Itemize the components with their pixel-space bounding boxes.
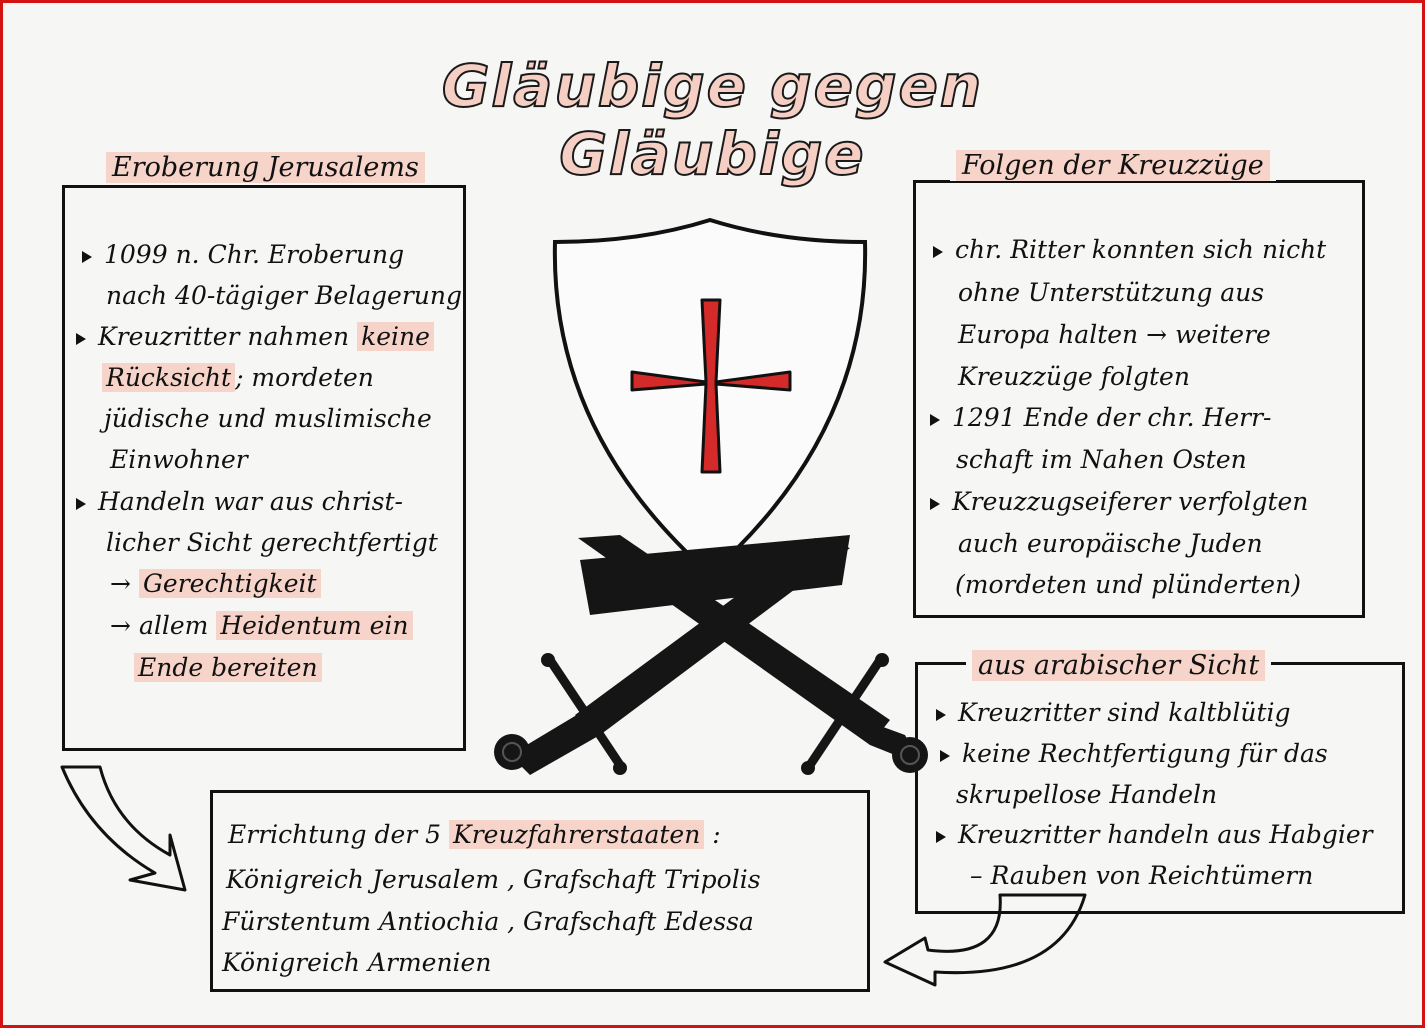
text: Kreuzritter nahmen bbox=[98, 322, 350, 351]
conquest-heading: Eroberung Jerusalems bbox=[100, 152, 431, 183]
conquest-line-7: Handeln war aus christ- bbox=[76, 489, 403, 514]
conquest-line-6: Einwohner bbox=[110, 445, 248, 474]
triangle-bullet-icon bbox=[940, 749, 950, 762]
arrow-right-icon: → bbox=[110, 569, 131, 598]
text: keine Rechtfertigung für das bbox=[962, 739, 1328, 768]
consequences-line-3: Europa halten →weitere bbox=[958, 322, 1271, 347]
conquest-line-5: jüdische und muslimische bbox=[104, 404, 432, 433]
triangle-bullet-icon bbox=[930, 413, 940, 426]
states-line-2: Königreich Jerusalem , Grafschaft Tripol… bbox=[226, 865, 761, 894]
highlight-text: Gerechtigkeit bbox=[138, 569, 321, 598]
text: weitere bbox=[1175, 320, 1271, 349]
curved-arrow-down-right-icon bbox=[60, 765, 187, 892]
arab-line-2: keine Rechtfertigung für das bbox=[940, 741, 1328, 766]
conquest-line-11: Ende bereiten bbox=[134, 653, 322, 682]
arab-line-5: – Rauben von Reichtümern bbox=[970, 861, 1314, 890]
text: 1099 n. Chr. Eroberung bbox=[104, 240, 405, 269]
conquest-line-9: →Gerechtigkeit bbox=[110, 569, 321, 598]
arab-line-3: skrupellose Handeln bbox=[956, 780, 1218, 809]
triangle-bullet-icon bbox=[933, 245, 943, 258]
highlight-text: Ende bereiten bbox=[134, 653, 322, 682]
text: Kreuzzugseiferer verfolgten bbox=[952, 487, 1309, 516]
arab-line-1: Kreuzritter sind kaltblütig bbox=[936, 700, 1291, 725]
triangle-bullet-icon bbox=[76, 497, 86, 510]
triangle-bullet-icon bbox=[76, 332, 86, 345]
conquest-heading-text: Eroberung Jerusalems bbox=[106, 152, 425, 183]
highlight-text: Heidentum ein bbox=[216, 611, 413, 640]
states-line-4: Königreich Armenien bbox=[222, 948, 492, 977]
triangle-bullet-icon bbox=[936, 830, 946, 843]
triangle-bullet-icon bbox=[936, 708, 946, 721]
text: allem bbox=[138, 611, 209, 640]
arrow-right-icon: → bbox=[110, 611, 131, 640]
conquest-line-10: →allem Heidentum ein bbox=[110, 611, 413, 640]
curved-arrow-down-left-icon bbox=[883, 893, 1087, 987]
text: Errichtung der 5 bbox=[228, 820, 442, 849]
crossed-swords-icon bbox=[494, 535, 928, 775]
arab-view-heading-text: aus arabischer Sicht bbox=[972, 650, 1266, 681]
text: Kreuzritter sind kaltblütig bbox=[958, 698, 1291, 727]
conquest-line-2: nach 40-tägiger Belagerung bbox=[106, 281, 462, 310]
consequences-line-9: (mordeten und plünderten) bbox=[955, 570, 1301, 599]
arab-view-box bbox=[915, 662, 1405, 914]
text: : bbox=[704, 820, 721, 849]
consequences-heading-text: Folgen der Kreuzzüge bbox=[956, 150, 1270, 181]
consequences-line-7: Kreuzzugseiferer verfolgten bbox=[930, 489, 1308, 514]
arab-view-heading: aus arabischer Sicht bbox=[966, 650, 1272, 681]
text: Kreuzritter handeln aus Habgier bbox=[958, 820, 1373, 849]
states-line-3: Fürstentum Antiochia , Grafschaft Edessa bbox=[222, 907, 754, 936]
conquest-line-4: Rücksicht; mordeten bbox=[102, 363, 374, 392]
consequences-heading: Folgen der Kreuzzüge bbox=[950, 150, 1276, 181]
page-title: Gläubige gegen Gläubige bbox=[441, 51, 984, 189]
shield-with-red-cross-icon bbox=[552, 217, 868, 577]
conquest-line-1: 1099 n. Chr. Eroberung bbox=[82, 242, 404, 267]
consequences-line-4: Kreuzzüge folgten bbox=[958, 362, 1190, 391]
consequences-line-5: 1291 Ende der chr. Herr- bbox=[930, 405, 1272, 430]
consequences-line-2: ohne Unterstützung aus bbox=[958, 278, 1265, 307]
consequences-line-6: schaft im Nahen Osten bbox=[956, 445, 1247, 474]
text: chr. Ritter konnten sich nicht bbox=[955, 235, 1327, 264]
text: Europa halten bbox=[958, 320, 1139, 349]
text: ; mordeten bbox=[235, 363, 374, 392]
conquest-line-8: licher Sicht gerechtfertigt bbox=[106, 528, 438, 557]
consequences-box bbox=[913, 180, 1365, 618]
highlight-text: keine bbox=[357, 322, 434, 351]
states-line-1: Errichtung der 5 Kreuzfahrerstaaten : bbox=[228, 820, 721, 849]
consequences-line-1: chr. Ritter konnten sich nicht bbox=[933, 237, 1326, 262]
consequences-line-8: auch europäische Juden bbox=[958, 529, 1263, 558]
text: 1291 Ende der chr. Herr- bbox=[952, 403, 1272, 432]
triangle-bullet-icon bbox=[82, 250, 92, 263]
highlight-text: Kreuzfahrerstaaten bbox=[449, 820, 705, 849]
triangle-bullet-icon bbox=[930, 497, 940, 510]
conquest-line-3: Kreuzritter nahmen keine bbox=[76, 322, 434, 351]
highlight-text: Rücksicht bbox=[102, 363, 236, 392]
text: Handeln war aus christ- bbox=[98, 487, 404, 516]
arrow-right-icon: → bbox=[1146, 320, 1168, 349]
arab-line-4: Kreuzritter handeln aus Habgier bbox=[936, 822, 1373, 847]
